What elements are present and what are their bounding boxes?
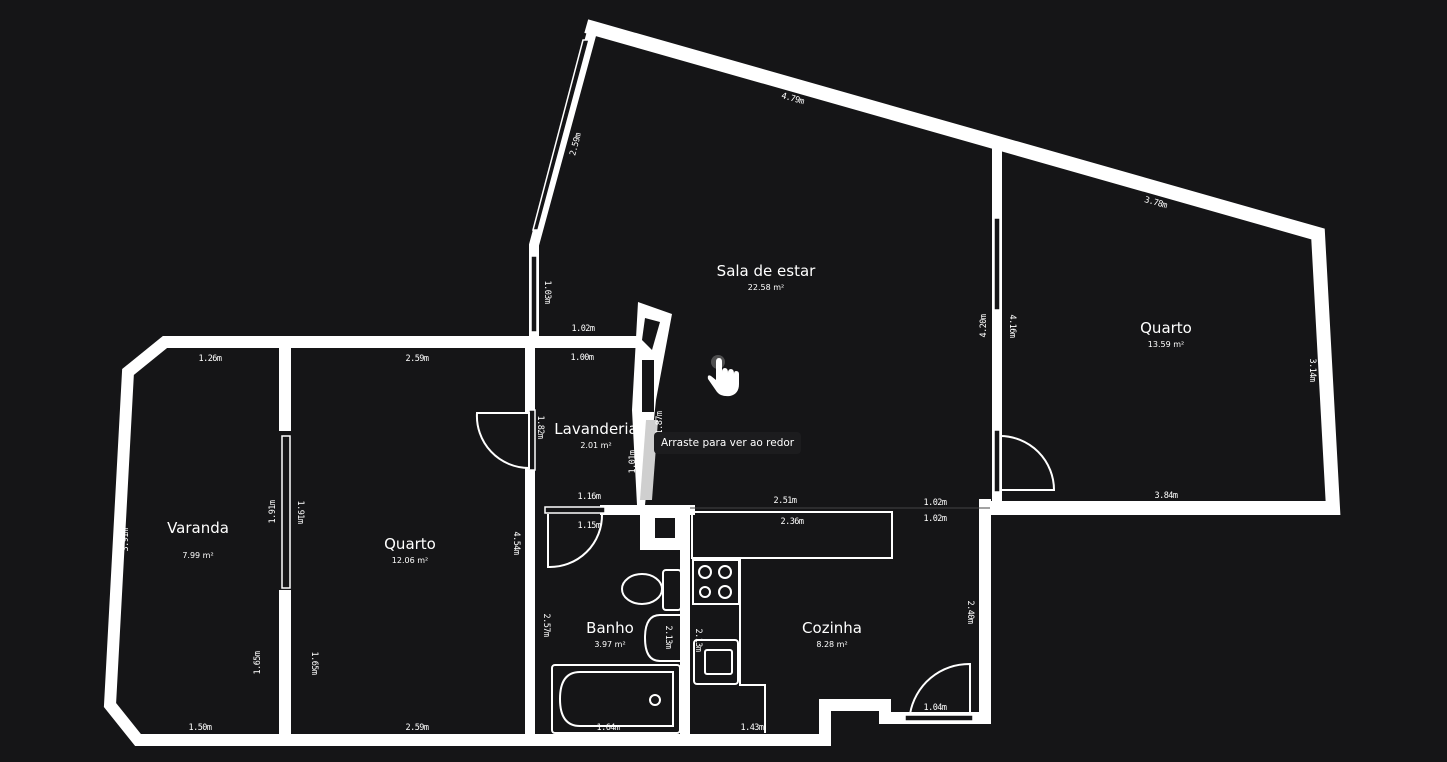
room-name: Cozinha bbox=[802, 619, 862, 637]
window-northwest bbox=[532, 39, 590, 231]
dimension-label: 1.91m bbox=[268, 500, 278, 523]
dimension-label: 1.02m bbox=[923, 514, 946, 524]
room-area: 8.28 m² bbox=[816, 640, 847, 649]
room-name: Quarto bbox=[1140, 319, 1192, 337]
door-cozinha bbox=[909, 662, 971, 715]
outer-wall-east bbox=[584, 19, 1341, 515]
counter bbox=[691, 511, 893, 559]
bathroom-sink bbox=[643, 614, 682, 662]
dimension-label: 1.65m bbox=[309, 651, 319, 674]
room-name: Varanda bbox=[167, 519, 229, 537]
dimension-label: 4.16m bbox=[1007, 314, 1017, 337]
room-name: Sala de estar bbox=[717, 262, 816, 280]
toilet bbox=[621, 573, 663, 605]
dimension-label: 1.01m bbox=[628, 450, 638, 473]
shaft-cutout bbox=[655, 518, 675, 538]
dimension-label: 1.16m bbox=[577, 492, 600, 502]
dimension-label: 1.26m bbox=[198, 354, 221, 364]
dimension-label: 2.57m bbox=[541, 613, 551, 636]
dimension-label: 2.51m bbox=[773, 496, 796, 506]
toilet-tank bbox=[662, 569, 682, 611]
doors bbox=[475, 412, 1056, 715]
dimension-label: 2.13m bbox=[693, 628, 703, 651]
selected-wall[interactable] bbox=[640, 420, 658, 500]
dimension-label: 1.91m bbox=[295, 500, 305, 523]
hand-pointer-icon bbox=[707, 355, 739, 397]
room-area: 3.97 m² bbox=[594, 640, 625, 649]
room-name: Lavanderia bbox=[554, 420, 637, 438]
door-banho bbox=[547, 513, 604, 569]
dimension-label: 2.59m bbox=[405, 723, 428, 733]
dimension-label: 1.02m bbox=[571, 324, 594, 334]
window-west bbox=[530, 255, 538, 333]
dimension-label: 1.04m bbox=[923, 703, 946, 713]
room-labels: Sala de estar 22.58 m² Quarto 13.59 m² V… bbox=[167, 262, 1192, 649]
room-area: 7.99 m² bbox=[182, 551, 213, 560]
burner bbox=[699, 586, 711, 598]
dimension-label: 3.84m bbox=[1154, 491, 1177, 501]
burner bbox=[698, 565, 712, 579]
drag-hint-tooltip: Arraste para ver ao redor bbox=[654, 432, 802, 454]
stove bbox=[692, 559, 740, 605]
window-quarto bbox=[993, 217, 1001, 311]
door-lavanderia bbox=[475, 412, 530, 470]
dimension-label: 1.64m bbox=[596, 723, 619, 733]
burner bbox=[718, 585, 732, 599]
kitchen-sink-basin bbox=[704, 649, 733, 675]
dimension-label: 1.65m bbox=[253, 651, 263, 674]
room-name: Quarto bbox=[384, 535, 436, 553]
room-area: 22.58 m² bbox=[748, 283, 784, 292]
dimension-label: 1.02m bbox=[923, 498, 946, 508]
room-name: Banho bbox=[586, 619, 634, 637]
bathtub bbox=[551, 664, 681, 734]
room-area: 13.59 m² bbox=[1148, 340, 1184, 349]
dimension-label: 1.82m bbox=[535, 415, 545, 438]
dimension-label: 1.03m bbox=[542, 280, 552, 303]
dimension-label: 1.15m bbox=[577, 521, 600, 531]
dimension-label: 4.20m bbox=[979, 314, 989, 337]
kitchen-sink bbox=[693, 639, 739, 685]
bathtub-drain bbox=[649, 694, 661, 706]
pillar-cutout bbox=[642, 318, 660, 350]
windows bbox=[281, 39, 1001, 722]
dimension-label: 2.13m bbox=[663, 625, 673, 648]
room-area: 2.01 m² bbox=[580, 441, 611, 450]
dimension-label: 3.14m bbox=[1307, 358, 1317, 381]
door-frame-banho bbox=[544, 506, 606, 514]
dimension-label: 1.87m bbox=[655, 411, 665, 434]
dimension-label: 2.36m bbox=[780, 517, 803, 527]
pillar-cutout bbox=[642, 360, 654, 412]
counter-edge bbox=[739, 558, 766, 733]
room-area: 12.06 m² bbox=[392, 556, 428, 565]
dimension-label: 1.50m bbox=[188, 723, 211, 733]
burner bbox=[718, 565, 732, 579]
sliding-door-varanda bbox=[281, 435, 291, 589]
bathtub-basin bbox=[558, 671, 674, 727]
dimension-label: 2.59m bbox=[405, 354, 428, 364]
dimension-label: 4.54m bbox=[511, 531, 521, 554]
dimension-label: 1.00m bbox=[570, 353, 593, 363]
door-frame-quarto bbox=[993, 429, 1001, 493]
fixtures bbox=[551, 511, 893, 734]
door-frame-cozinha bbox=[904, 714, 974, 722]
door-quarto bbox=[999, 435, 1056, 491]
dimension-label: 2.59m bbox=[568, 132, 584, 157]
dimension-label: 2.40m bbox=[965, 600, 975, 623]
dimension-label: 1.43m bbox=[740, 723, 763, 733]
dimension-label: 3.91m bbox=[121, 528, 131, 551]
